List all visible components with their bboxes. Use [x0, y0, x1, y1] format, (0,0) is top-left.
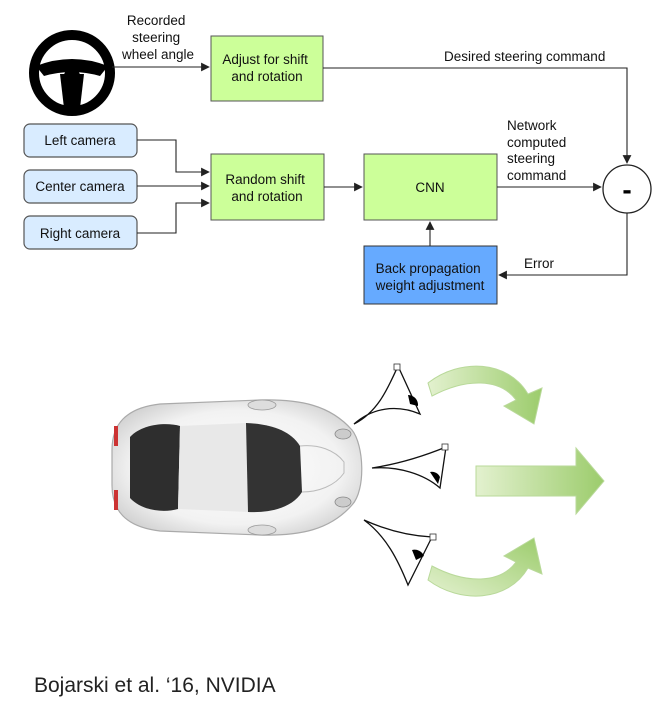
backprop-box: Back propagation weight adjustment — [363, 245, 498, 305]
cnn-box: CNN — [363, 153, 498, 221]
camera-right-icon — [363, 519, 437, 587]
arrow-left-camera — [137, 139, 210, 177]
error-label: Error — [524, 256, 555, 271]
svg-text:Center camera: Center camera — [35, 179, 125, 194]
desired-command-label: Desired steering command — [444, 49, 605, 64]
straight-arrow — [475, 446, 605, 516]
camera-center-icon — [371, 443, 449, 490]
svg-text:Random shift and rotatio: Random shift and rotation — [225, 172, 308, 204]
svg-text:Left camera: Left camera — [44, 133, 116, 148]
svg-text:Right camera: Right camera — [40, 226, 121, 241]
arrow-error-to-backprop — [498, 213, 628, 280]
svg-text:CNN: CNN — [415, 180, 444, 195]
arrow-right-camera — [137, 198, 210, 234]
arrow-desired-to-sum — [323, 67, 632, 164]
random-shift-rotation-box: Random shift and rotation — [210, 153, 325, 221]
camera-left-icon — [353, 363, 422, 425]
difference-node: - — [602, 164, 652, 214]
center-camera-box: Center camera — [23, 169, 138, 204]
steering-wheel-icon — [29, 30, 115, 116]
turn-left-arrow — [427, 365, 543, 425]
left-camera-box: Left camera — [23, 123, 138, 158]
recorded-angle-label: Recorded steering wheel angle — [121, 13, 194, 62]
citation: Bojarski et al. ‘16, NVIDIA — [34, 674, 276, 697]
svg-text:Back propagation weight: Back propagation weight adjustment — [375, 261, 485, 293]
svg-text:-: - — [622, 174, 631, 205]
car-top-view — [111, 399, 363, 536]
svg-text:Adjust for shift and rot: Adjust for shift and rotation — [222, 52, 311, 84]
right-camera-box: Right camera — [23, 215, 138, 250]
network-command-label: Network computed steering command — [507, 118, 570, 183]
turn-right-arrow — [427, 537, 543, 597]
adjust-shift-rotation-box: Adjust for shift and rotation — [210, 35, 324, 102]
